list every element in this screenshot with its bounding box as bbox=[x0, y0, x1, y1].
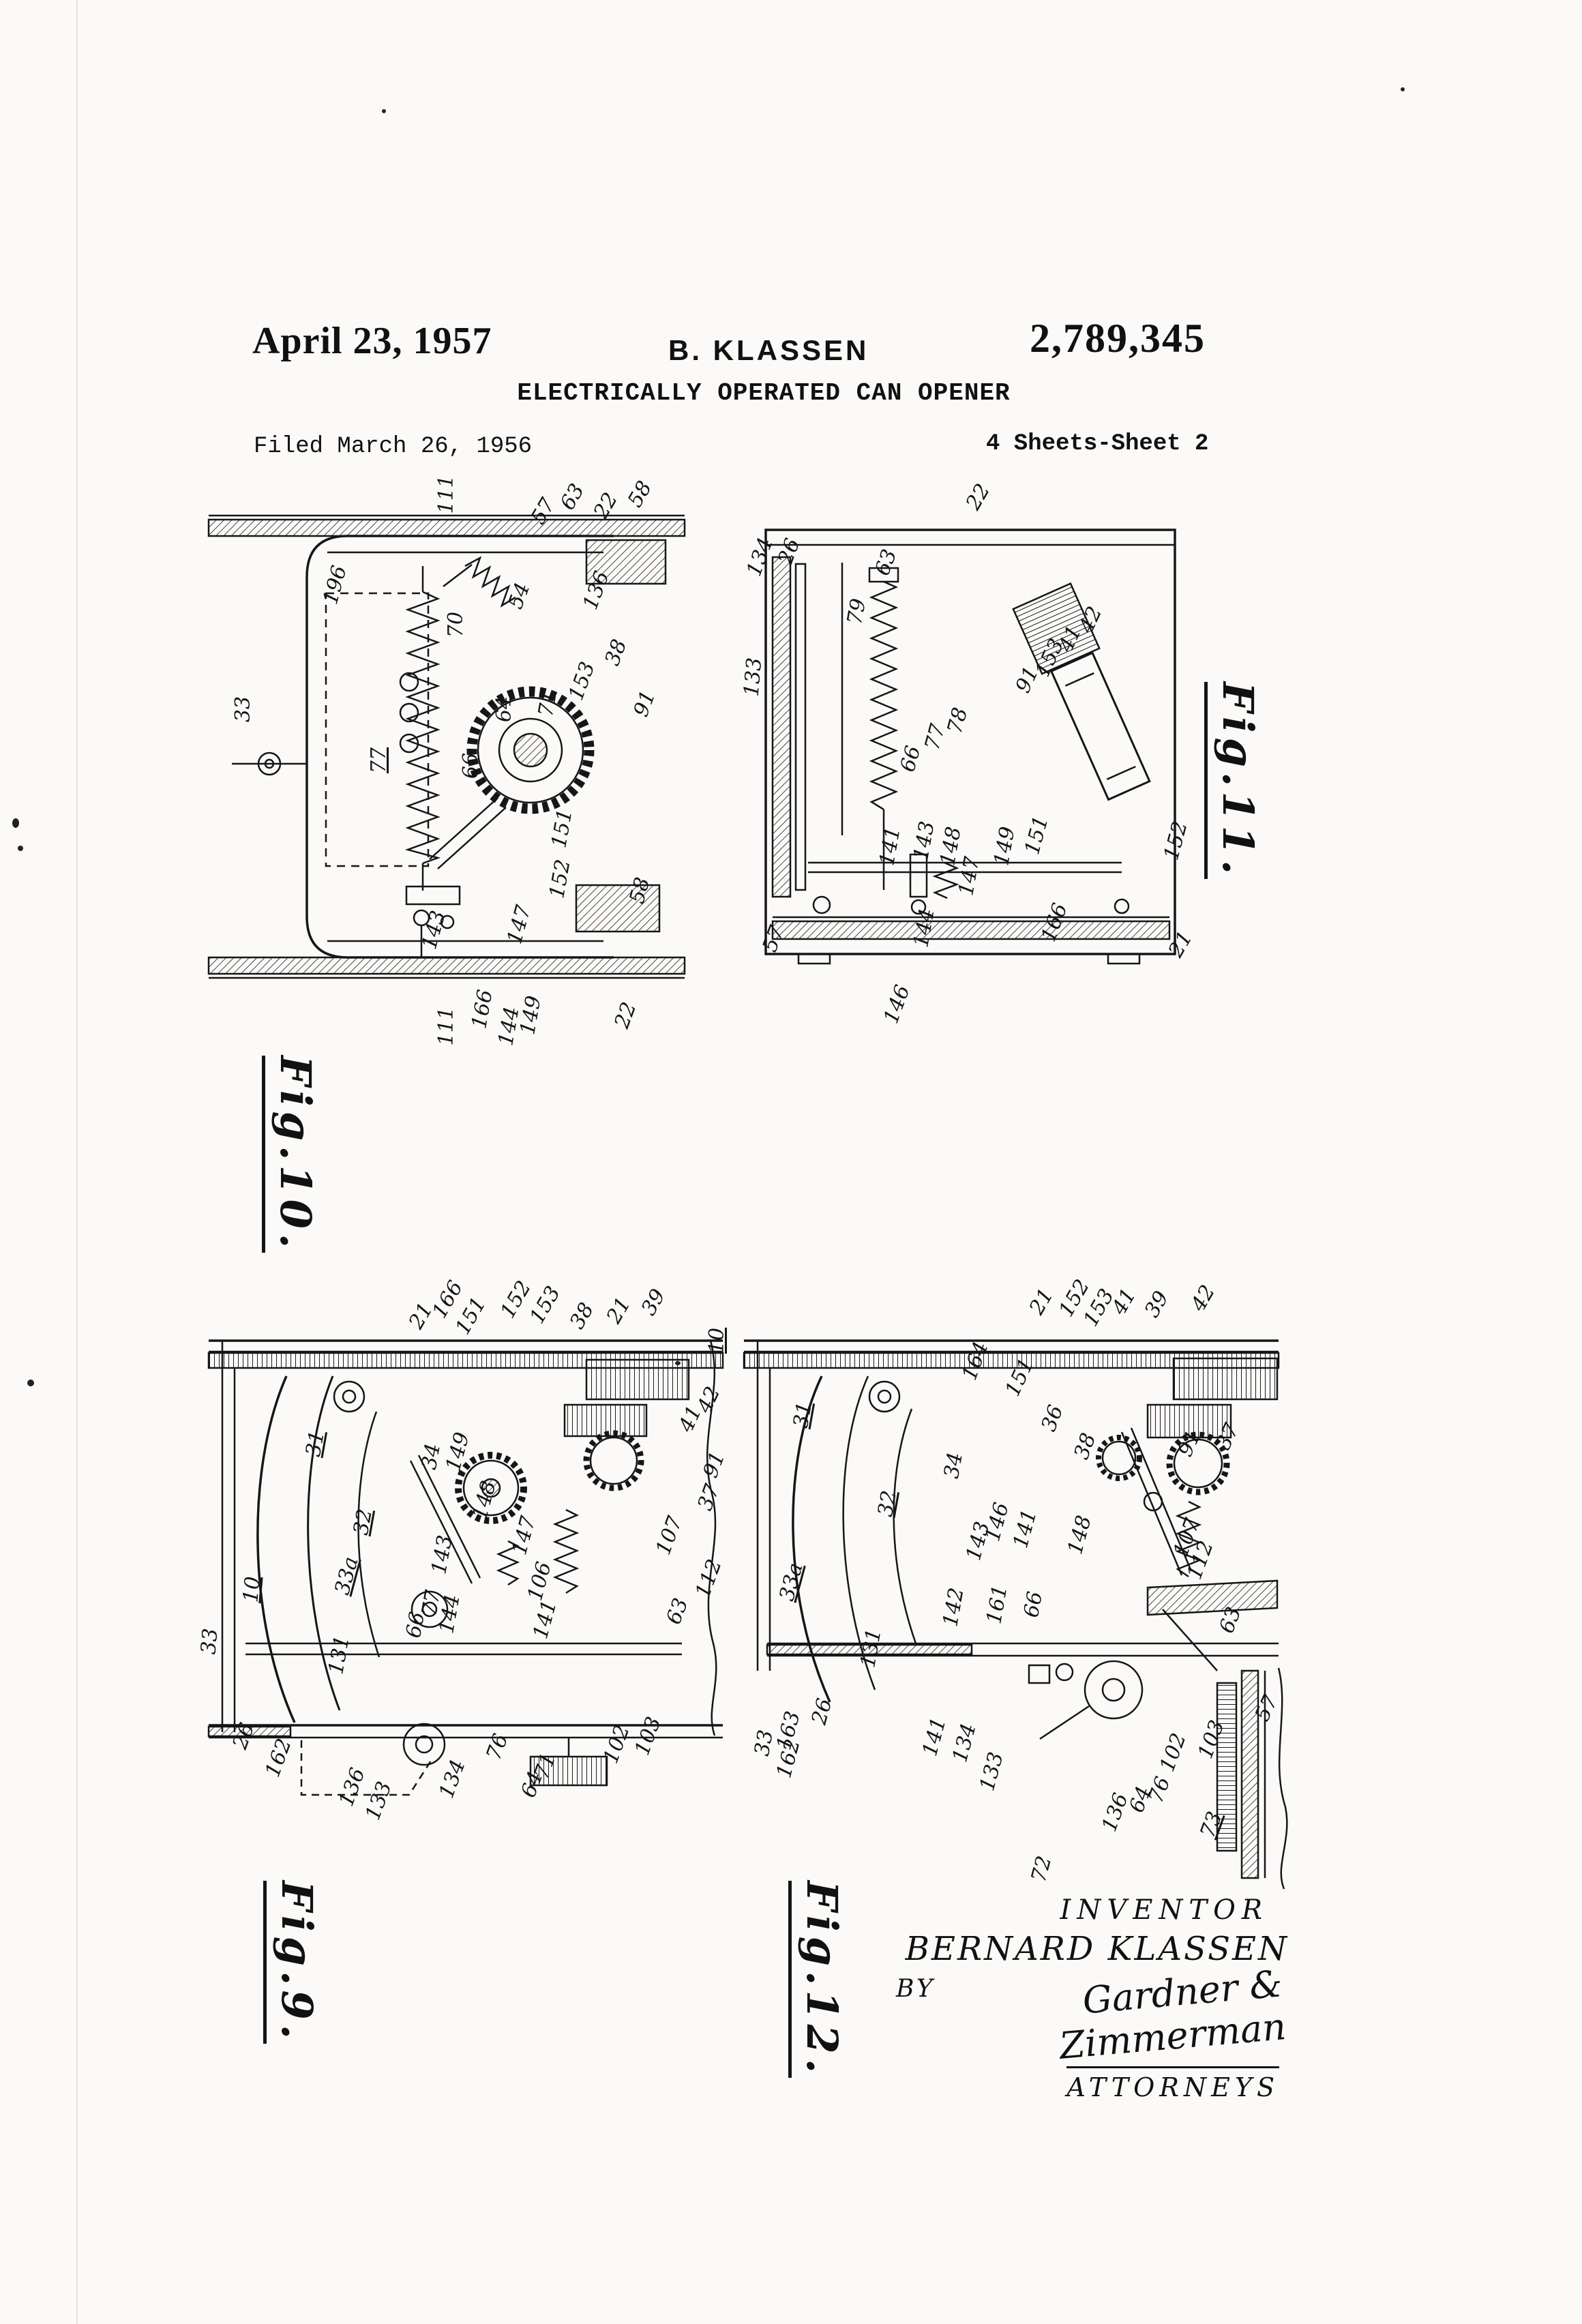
figure-11-caption: Fig.11. bbox=[1204, 682, 1263, 880]
ref-numeral-131: 131 bbox=[323, 1633, 355, 1676]
ref-numeral-31: 31 bbox=[301, 1428, 329, 1459]
ref-numeral-33: 33 bbox=[196, 1627, 223, 1656]
fig10-worm-54 bbox=[443, 556, 516, 608]
ref-numeral-66: 66 bbox=[895, 743, 926, 775]
ref-numeral-111: 111 bbox=[434, 475, 458, 514]
scan-speck bbox=[12, 818, 19, 828]
figure-9-drawing bbox=[207, 1339, 724, 1796]
fig9-rollers bbox=[256, 1375, 380, 1723]
fig12-rollers bbox=[792, 1375, 917, 1703]
scan-fold-line bbox=[76, 0, 78, 2324]
fig10-wall-sections bbox=[207, 514, 686, 979]
ref-numeral-111: 111 bbox=[434, 1007, 458, 1046]
attorney-signature: Gardner & Zimmerman bbox=[1058, 1962, 1288, 2068]
inventor-name: BERNARD KLASSEN bbox=[905, 1930, 1289, 1968]
figure-9-caption: Fig.9. bbox=[263, 1881, 322, 2044]
figure-10-drawing bbox=[207, 514, 686, 979]
patent-number: 2,789,345 bbox=[1030, 316, 1206, 361]
figure-12-caption: Fig.12. bbox=[788, 1881, 847, 2079]
ref-numeral-33: 33 bbox=[230, 696, 255, 723]
fig10-drive-gear bbox=[466, 686, 595, 814]
by-label: BY bbox=[896, 1975, 936, 2003]
ref-numeral-147: 147 bbox=[953, 854, 985, 898]
ref-numeral-71: 71 bbox=[534, 689, 563, 719]
scan-speck bbox=[675, 1361, 681, 1365]
figure-11-drawing bbox=[764, 528, 1176, 965]
attorneys-label: ATTORNEYS bbox=[1066, 2066, 1279, 2102]
ref-numeral-26: 26 bbox=[807, 1695, 837, 1727]
fig9-gear-train bbox=[455, 1358, 690, 1524]
fig9-levers-and-springs bbox=[245, 1455, 682, 1656]
ref-numeral-79: 79 bbox=[842, 597, 871, 627]
fig11-spring-assembly bbox=[808, 563, 1122, 890]
ref-numeral-66: 66 bbox=[458, 753, 483, 779]
issue-date: April 23, 1957 bbox=[252, 320, 492, 362]
fig11-motor-and-gear bbox=[1012, 582, 1151, 801]
ref-numeral-10: 10 bbox=[239, 1575, 265, 1604]
fig12-pivot-assembly bbox=[1028, 1660, 1144, 1740]
ref-numeral-77: 77 bbox=[366, 747, 391, 774]
fig10-housing bbox=[305, 535, 614, 959]
ref-numeral-10: 10 bbox=[704, 1327, 729, 1354]
ref-numeral-144: 144 bbox=[908, 906, 940, 950]
ref-numeral-64: 64 bbox=[492, 696, 517, 723]
ref-numeral-31: 31 bbox=[788, 1400, 817, 1430]
scan-speck bbox=[382, 109, 386, 113]
filing-date: Filed March 26, 1956 bbox=[254, 434, 533, 460]
fig10-hatched-blocks bbox=[575, 539, 667, 933]
fig9-frame bbox=[207, 1339, 724, 1739]
fig12-frame bbox=[743, 1339, 1280, 1671]
figure-12-drawing bbox=[743, 1339, 1288, 1890]
fig12-wall-channel bbox=[1216, 1667, 1288, 1890]
ref-numeral-32: 32 bbox=[348, 1506, 377, 1537]
fig12-gear-train bbox=[1096, 1357, 1279, 1495]
ref-numeral-143: 143 bbox=[908, 819, 940, 863]
ref-numeral-72: 72 bbox=[1026, 1853, 1057, 1885]
scan-speck bbox=[27, 1380, 34, 1386]
fig9-bottom-bracket bbox=[300, 1723, 608, 1796]
ref-numeral-34: 34 bbox=[417, 1442, 446, 1472]
fig11-base-fasteners bbox=[812, 853, 1130, 915]
fig12-lever-and-spring bbox=[1120, 1427, 1279, 1671]
fig11-casing bbox=[764, 528, 1176, 965]
inventor-caption: INVENTOR bbox=[1060, 1894, 1268, 1926]
ref-numeral-32: 32 bbox=[874, 1488, 902, 1519]
figure-10-caption: Fig.10. bbox=[262, 1056, 320, 1253]
fig10-lever-and-fasteners bbox=[405, 797, 507, 957]
ref-numeral-70: 70 bbox=[444, 611, 468, 638]
scan-speck bbox=[18, 846, 23, 851]
fig10-worm-spring bbox=[399, 566, 441, 891]
invention-title: ELECTRICALLY OPERATED CAN OPENER bbox=[517, 379, 1011, 407]
signature-block: INVENTOR BERNARD KLASSEN BY Gardner & Zi… bbox=[893, 1894, 1289, 2102]
fig10-feed-pin bbox=[232, 751, 307, 776]
ref-numeral-133: 133 bbox=[739, 656, 767, 698]
inventor-surname: B. KLASSEN bbox=[668, 334, 869, 366]
scan-speck bbox=[1401, 87, 1405, 91]
ref-numeral-34: 34 bbox=[939, 1450, 968, 1480]
sheet-indicator: 4 Sheets-Sheet 2 bbox=[986, 431, 1209, 457]
ref-numeral-66: 66 bbox=[1019, 1589, 1047, 1620]
